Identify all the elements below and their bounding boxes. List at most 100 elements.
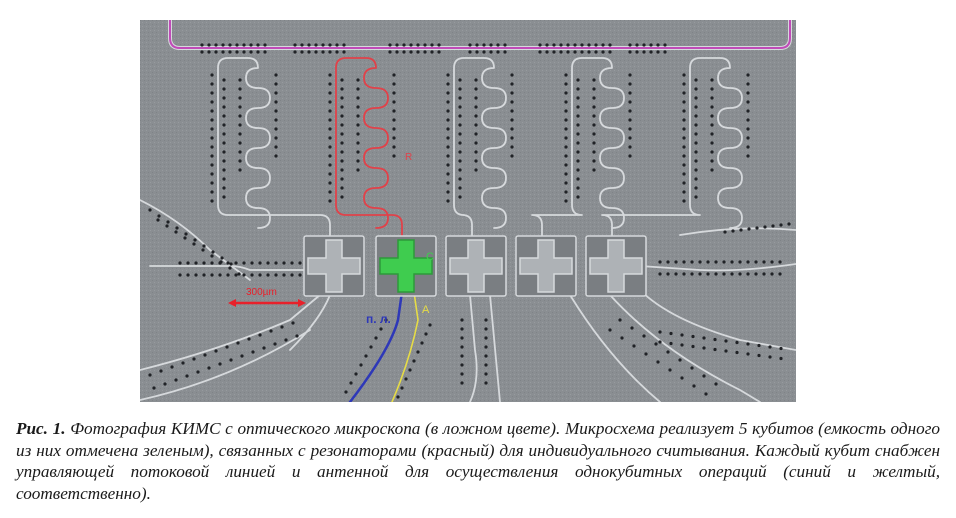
via-dot — [746, 342, 750, 346]
via-dot — [779, 346, 783, 351]
via-dot — [249, 43, 253, 47]
qubit-cross — [445, 235, 507, 297]
via-dot — [210, 181, 214, 185]
via-dot — [620, 336, 624, 340]
via-dot — [152, 386, 156, 390]
via-dot — [446, 118, 450, 122]
via-dot — [762, 260, 766, 264]
via-dot — [458, 141, 462, 145]
via-dot — [510, 118, 514, 122]
via-dot — [392, 118, 396, 122]
via-dot — [694, 105, 698, 109]
flux-line-label: п. л. — [366, 312, 391, 326]
via-dot — [510, 82, 514, 86]
via-dot — [298, 273, 302, 277]
readout-resonator — [531, 57, 625, 247]
via-dot — [710, 96, 714, 100]
via-dot — [263, 50, 267, 54]
chip-micrograph: R C п. л. A 300µm — [140, 20, 796, 402]
via-dot — [222, 159, 226, 163]
via-dot — [356, 105, 360, 109]
via-dot — [340, 132, 344, 136]
figure-number: Рис. 1. — [16, 419, 66, 438]
via-dot — [163, 382, 167, 386]
via-dot — [242, 43, 246, 47]
via-dot — [328, 127, 332, 131]
via-dot — [559, 43, 563, 47]
via-dot — [328, 118, 332, 122]
via-dot — [474, 168, 478, 172]
via-dot — [628, 73, 632, 77]
via-dot — [437, 50, 441, 54]
via-dot — [237, 272, 241, 276]
via-dot — [710, 159, 714, 163]
via-dot — [702, 336, 706, 340]
diag-line — [140, 199, 251, 281]
via-dot — [274, 109, 278, 113]
via-dot — [768, 355, 772, 359]
via-dot — [314, 50, 318, 54]
via-dot — [207, 366, 211, 370]
via-dot — [210, 73, 214, 77]
substrate — [140, 20, 796, 402]
via-dot — [238, 87, 242, 91]
via-dot — [446, 136, 450, 140]
via-dot — [668, 368, 672, 372]
via-dot — [787, 222, 791, 226]
via-dot — [482, 50, 486, 54]
via-dot — [635, 43, 639, 47]
via-dot — [175, 226, 179, 230]
via-dot — [714, 272, 718, 276]
via-dot — [594, 43, 598, 47]
via-dot — [222, 186, 226, 190]
via-dot — [564, 100, 568, 104]
via-dot — [356, 159, 360, 163]
via-dot — [408, 368, 412, 372]
via-dot — [328, 100, 332, 104]
via-dot — [409, 43, 413, 47]
via-dot — [658, 330, 662, 334]
via-dot — [222, 87, 226, 91]
via-dot — [300, 43, 304, 47]
via-dot — [446, 190, 450, 194]
via-dot — [674, 272, 678, 276]
via-dot — [234, 261, 238, 265]
via-dot — [423, 50, 427, 54]
via-dot — [649, 50, 653, 54]
via-dot — [446, 73, 450, 77]
via-dot — [458, 105, 462, 109]
via-dot — [228, 50, 232, 54]
via-dot — [458, 78, 462, 82]
via-dot — [630, 326, 634, 330]
via-dot — [474, 132, 478, 136]
diag-line — [569, 294, 661, 402]
via-dot — [691, 344, 695, 349]
via-dot — [592, 150, 596, 154]
via-dot — [698, 260, 702, 264]
via-dot — [321, 43, 325, 47]
via-dot — [496, 43, 500, 47]
via-dot — [682, 260, 686, 264]
via-dot — [690, 260, 694, 264]
via-dot — [702, 346, 706, 350]
qubit-capacitance — [589, 239, 643, 293]
via-dot — [714, 260, 718, 264]
via-dot — [328, 82, 332, 86]
via-dot — [416, 43, 420, 47]
via-dot — [763, 225, 767, 229]
via-dot — [404, 377, 408, 381]
via-dot — [564, 109, 568, 113]
via-dot — [755, 226, 759, 230]
via-dot — [354, 372, 358, 376]
via-dot — [446, 172, 450, 176]
via-dot — [680, 343, 684, 347]
via-dot — [210, 261, 214, 265]
via-dot — [293, 43, 297, 47]
via-dot — [274, 73, 278, 77]
via-dot — [474, 105, 478, 109]
via-dot — [746, 352, 750, 356]
via-dot — [328, 199, 332, 203]
via-dot — [221, 43, 225, 47]
via-dot — [356, 150, 360, 154]
via-dot — [710, 87, 714, 91]
